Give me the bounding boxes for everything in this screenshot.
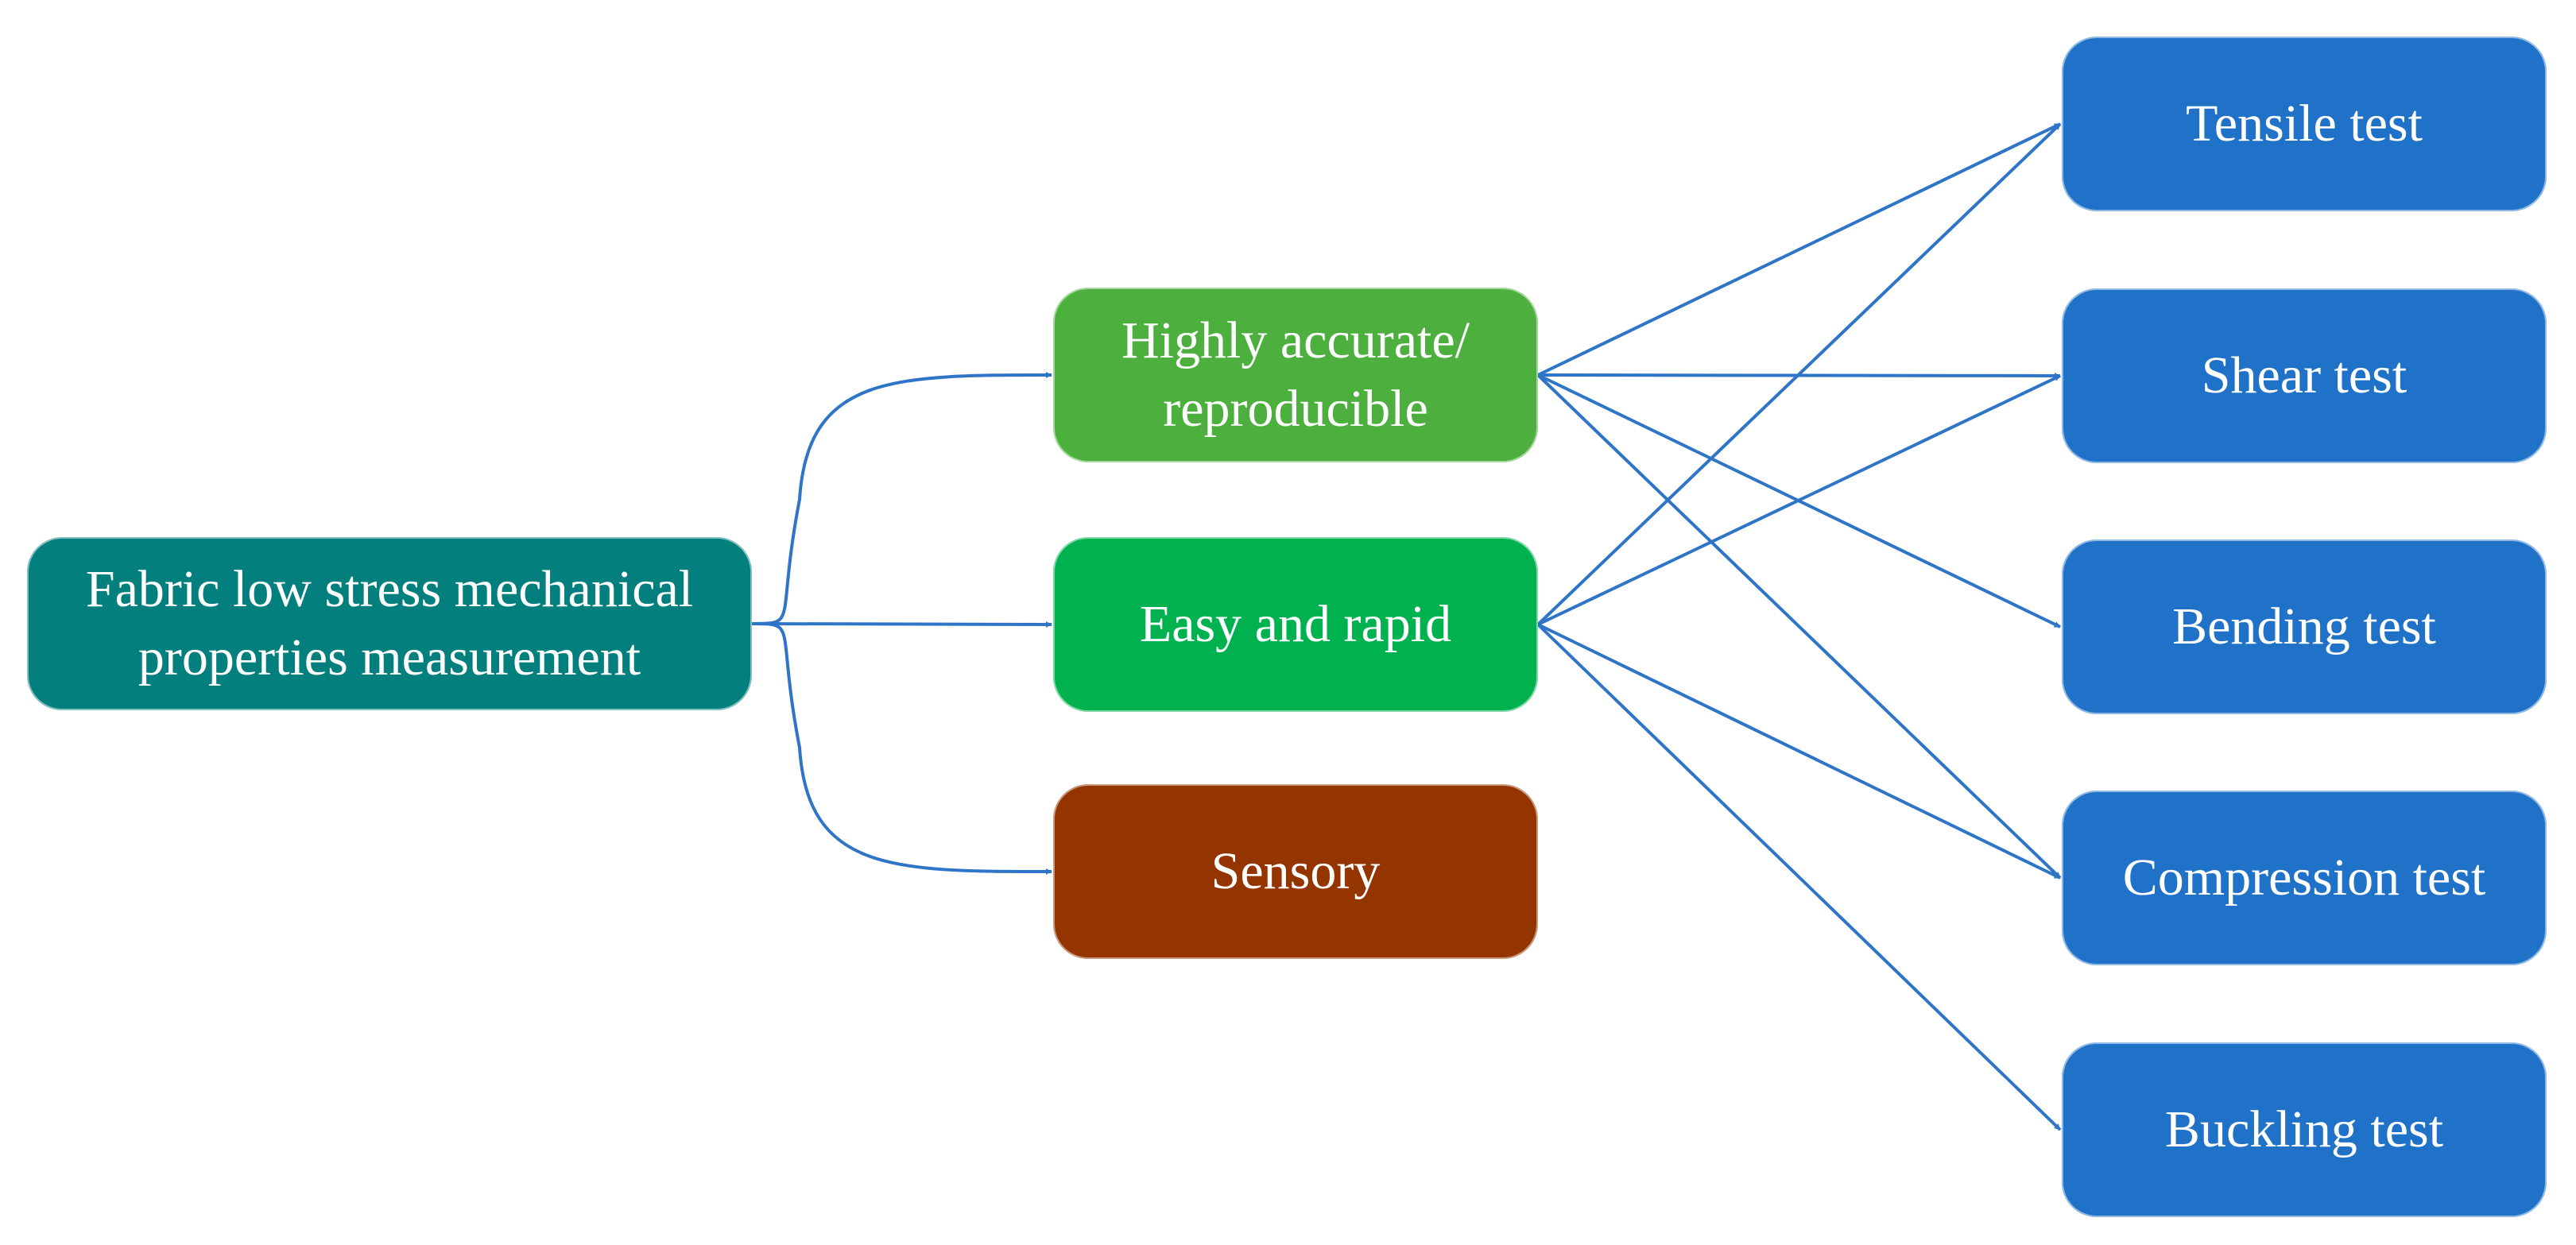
connector-easy-to-compression	[1537, 623, 2061, 880]
node-sensory[interactable]: Sensory	[1053, 784, 1538, 959]
node-label: Compression test	[2122, 849, 2486, 907]
node-label: Shear test	[2201, 346, 2407, 404]
node-shear-test[interactable]: Shear test	[2062, 288, 2547, 463]
node-compression-test[interactable]: Compression test	[2062, 791, 2547, 965]
connector-easy-to-buckling	[1536, 623, 2062, 1131]
node-label: Buckling test	[2164, 1100, 2444, 1158]
node-highly-accurate-reproducible[interactable]: Highly accurate/ reproducible	[1053, 288, 1538, 462]
node-label: Tensile test	[2186, 95, 2423, 153]
connector-accurate-to-tensile	[1537, 122, 2061, 377]
node-label: Easy and rapid	[1139, 595, 1452, 653]
node-fabric-low-stress-measurement[interactable]: Fabric low stress mechanical properties …	[27, 537, 752, 710]
connector-easy-to-shear	[1537, 374, 2061, 626]
connector-easy-to-tensile	[1536, 122, 2062, 626]
node-bending-test[interactable]: Bending test	[2062, 539, 2547, 714]
node-label: Bending test	[2172, 597, 2436, 655]
node-buckling-test[interactable]: Buckling test	[2062, 1042, 2547, 1217]
node-label: Fabric low stress mechanical properties …	[85, 560, 694, 686]
connector-accurate-to-compression	[1536, 373, 2062, 880]
node-label: Highly accurate/ reproducible	[1121, 311, 1470, 438]
connectors	[751, 122, 2062, 1131]
node-easy-and-rapid[interactable]: Easy and rapid	[1053, 537, 1538, 712]
connector-root-to-sensory	[751, 622, 1052, 875]
connector-root-to-accurate	[751, 372, 1052, 625]
node-tensile-test[interactable]: Tensile test	[2062, 37, 2547, 211]
node-label: Sensory	[1211, 842, 1381, 900]
